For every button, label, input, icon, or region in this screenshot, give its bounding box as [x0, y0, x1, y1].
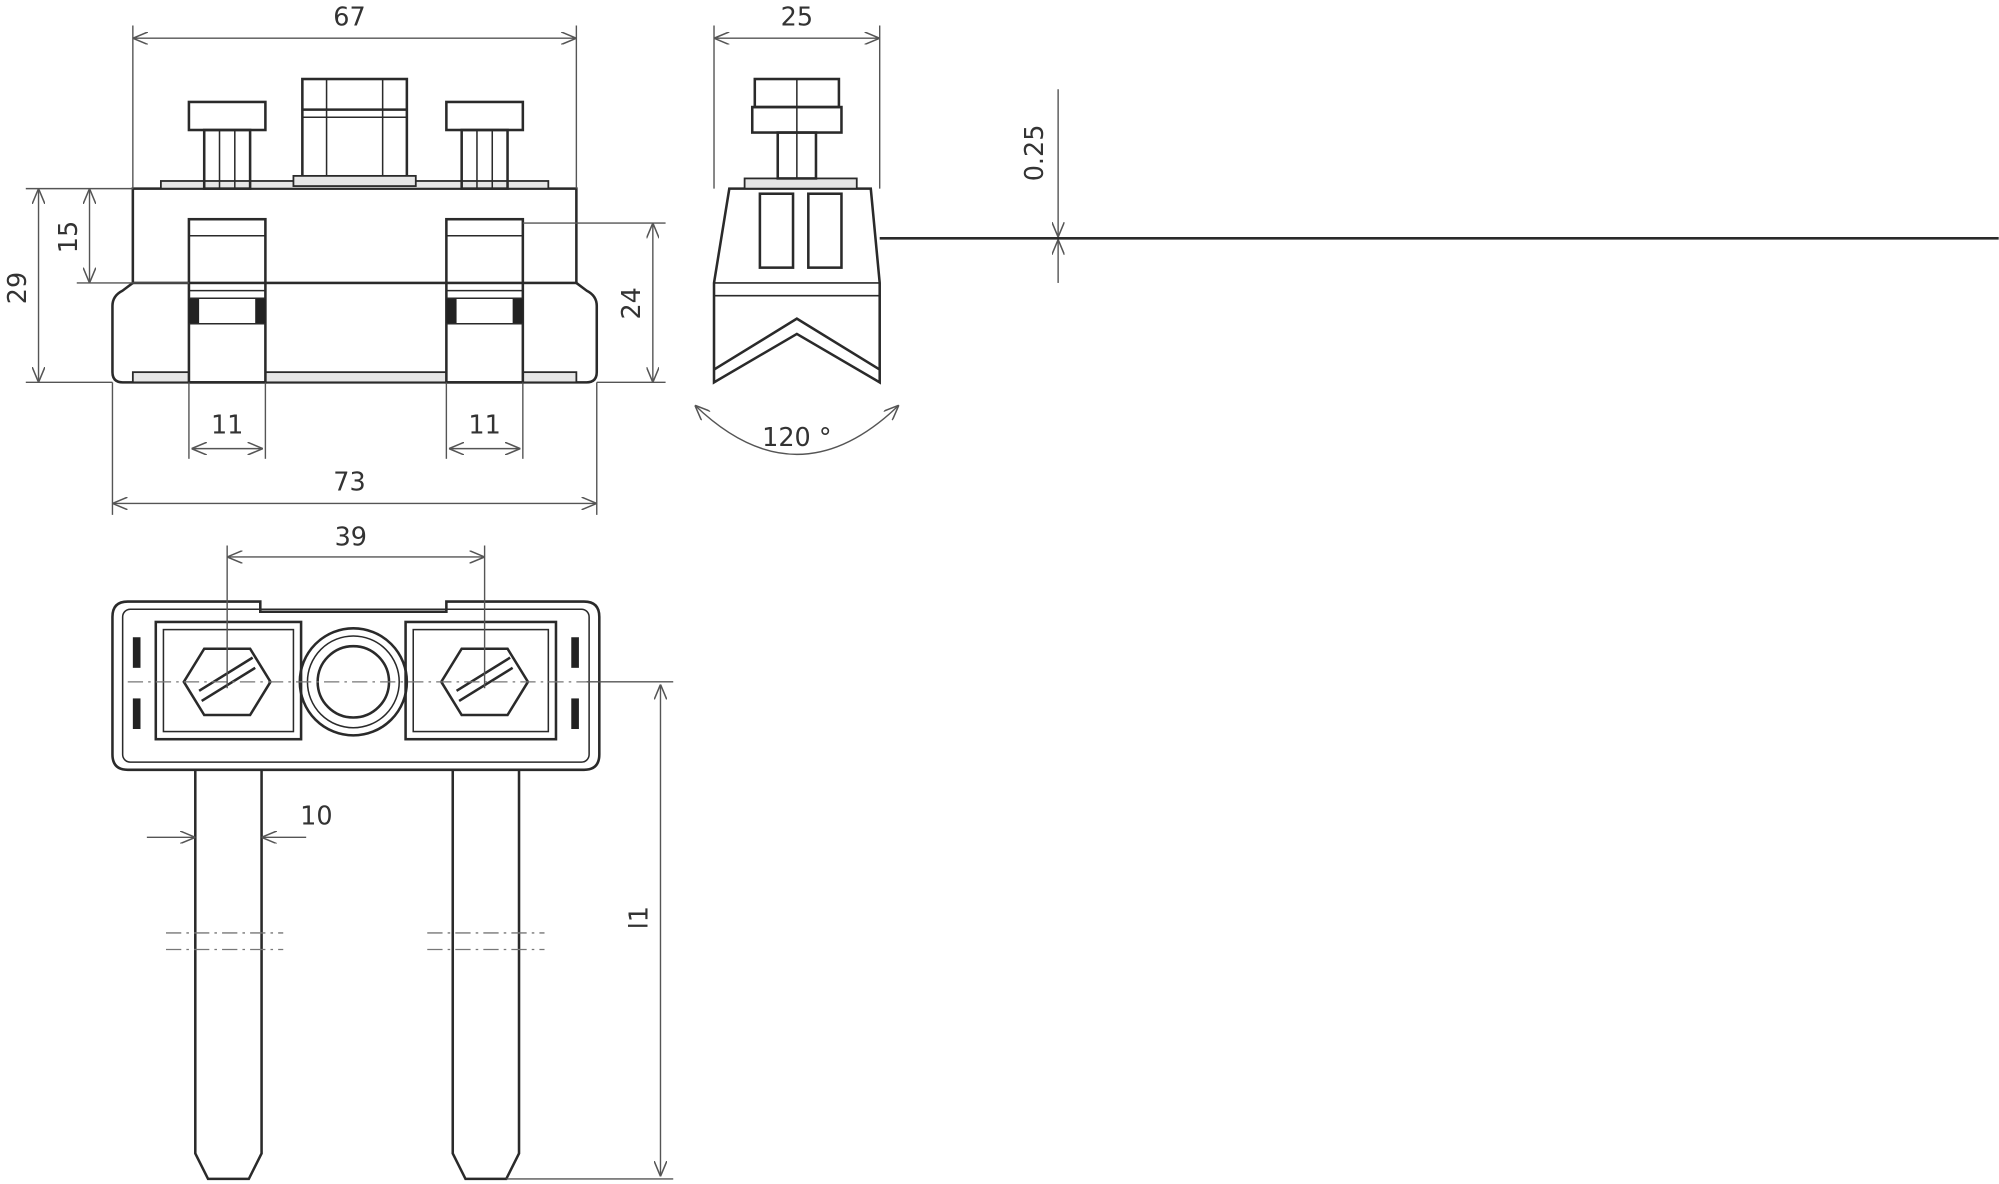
front-view: 67 29 15 24 11 11 73 — [3, 2, 666, 515]
dim-width-bottom: 73 — [333, 468, 365, 498]
dim-angle: 120 ° — [762, 423, 831, 453]
bolt-left — [187, 100, 267, 190]
top-view: 39 10 l1 — [111, 522, 674, 1181]
clamp-right — [445, 217, 525, 384]
dim-pin-spacing: 39 — [335, 522, 367, 552]
dim-strip-thickness: 0.25 — [1020, 125, 1050, 182]
dim-width-top: 67 — [333, 2, 365, 32]
dim-height-total: 29 — [3, 272, 33, 304]
dim-clamp-width-right: 11 — [468, 410, 500, 440]
center-nut — [292, 77, 417, 187]
clamp-left — [187, 217, 267, 384]
dim-height-clamp: 24 — [617, 287, 647, 319]
dim-side-width: 25 — [781, 2, 813, 32]
dim-height-upper: 15 — [54, 221, 84, 253]
side-view: 25 0.25 120 ° — [695, 2, 1999, 455]
dim-pin-width: 10 — [300, 802, 332, 832]
dim-pin-length: l1 — [625, 906, 655, 929]
dim-clamp-width-left: 11 — [211, 410, 243, 440]
bolt-right — [445, 100, 525, 190]
